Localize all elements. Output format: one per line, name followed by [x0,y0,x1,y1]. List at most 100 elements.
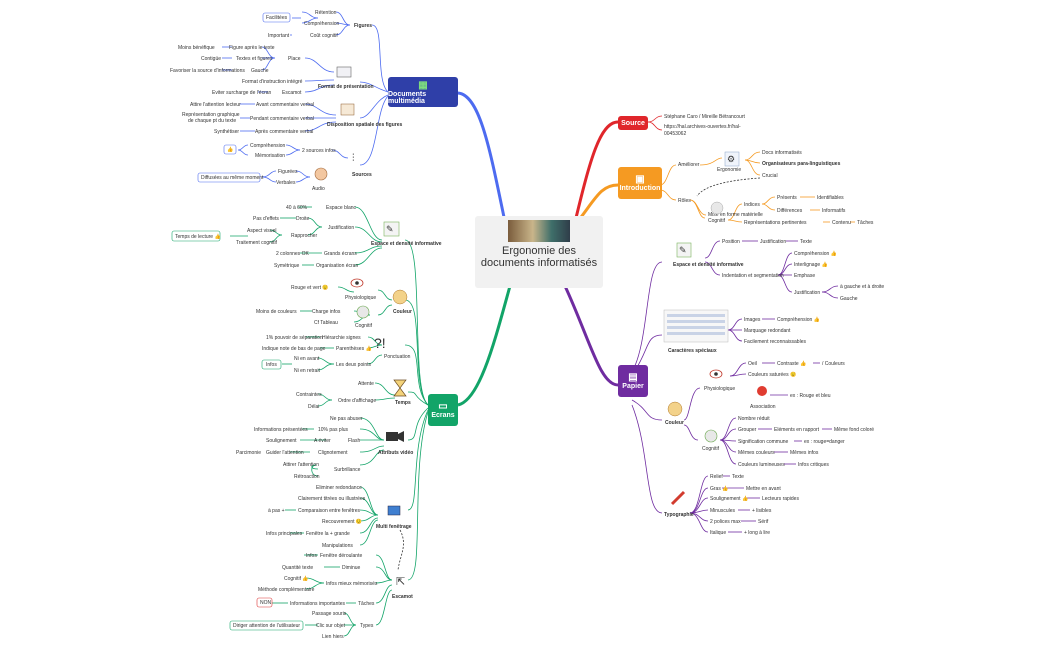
ecrans-cognitif: Cognitif [355,323,373,329]
ecrans-multi-label: Multi fenêtrage [376,524,412,530]
intro-crucial: Crucial [762,173,778,179]
hub-papier[interactable]: ▤Papier [618,365,648,397]
papier-lumineuses: Couleurs lumineuses [738,462,785,468]
papier-gras: Gras 👍 [710,485,728,492]
ecrans-infos-importantes: Informations importantes [290,601,346,607]
ecrans-organisation: Organisation écran [316,263,358,269]
ecrans-grands-ecrans: Grands écrans [324,251,357,257]
doc-attire: Attire l'attention lecteur [190,102,241,108]
ecrans-attirer: Attirer l'attention [283,462,319,468]
doc-sources-label: Sources [352,172,372,178]
ecrans-links [230,206,429,637]
papier-memes-infos: Mêmes infos [790,450,819,456]
papier-ex-rouge: ex : Rouge et bleu [790,393,831,399]
hub-source-label: Source [621,119,645,127]
doc-comprehension: Compréhension [304,21,340,27]
picture-frame-icon [387,505,401,516]
papier-emphase: Emphase [794,273,815,279]
hub-introduction[interactable]: ▣Introduction [618,167,662,199]
ecrans-espace-label: Espace et densité informative [371,241,442,247]
branch-papier [563,285,619,387]
ecrans-colonnes: 2 colonnes OK [276,251,309,257]
hub-documents-multimedia[interactable]: ▦Documents multimédia [388,77,458,107]
ecrans-delai: Délai [308,404,319,410]
ecrans-rapprocher: Rapprocher [291,233,317,239]
character-grid [667,314,725,335]
ecrans-temps-lecture: Temps de lecture 👍 [175,233,221,240]
ecrans-infos-mieux: Infos mieux mémorisés [326,581,378,587]
ecrans-eliminer: Eliminer redondance [316,485,362,491]
papier-infos-critiques: Infos critiques [798,462,829,468]
brain-icon-2 [704,429,718,443]
doc-representation: Représentation graphique [182,112,240,118]
intro-contenu: Contenu [832,220,851,226]
ecrans-parcimonie: Parcimonie [236,450,261,456]
doc-memorisation: Mémorisation [255,153,285,159]
root-node[interactable]: Ergonomie des documents informatisés [475,216,603,288]
cursor-click-icon: ⇱ [396,576,405,588]
doc-de-chaque: de chaque pt du texte [188,118,236,124]
ecrans-infos: Infos [266,362,277,368]
intro-presents: Présents [777,195,797,201]
non-box [256,597,273,608]
doc-favoriser: Favoriser la source d'informations [170,68,245,74]
ecrans-justification: Justification [328,225,354,231]
ecrans-cf: Cf Tableau [314,320,338,326]
papier-lisibles: + lisibles [752,508,772,514]
doc-audio: Audio [312,186,325,192]
branch-ecrans [457,285,512,407]
branch-documents [457,91,507,223]
intro-docs-info: Docs informatisés [762,150,802,156]
doc-avant: Avant commentaire verbal [256,102,314,108]
ecrans-indique: Indique note de bas de page [262,346,326,352]
ecrans-pas-effets: Pas d'effets [253,216,279,222]
doc-thumb: 👍 [227,146,233,153]
source-url-1[interactable]: https://hal.archives-ouvertes.fr/hal- [664,124,741,130]
screen-icon: ▭ [438,401,448,412]
ecrans-methode: Méthode complémentaire [258,587,315,593]
papier-association: Association [750,404,776,410]
hub-source[interactable]: Source [618,116,648,130]
intro-organisateurs: Organisateurs para-linguistiques [762,161,841,167]
papier-gauche-droite: à gauche et à droite [840,284,884,290]
ecrans-espace-blanc: Espace blanc [326,205,357,211]
thumb-box [223,144,237,155]
papier-saturees: Couleurs saturées 😟 [748,371,796,378]
dashed-relation-arrow [696,177,761,197]
diffusees-box [197,172,261,183]
intro-cognitif: Cognitif [708,218,726,224]
ergonomie-gear-icon [724,151,740,167]
doc-textes-figures: Textes et figures [236,56,273,62]
doc-cout: Coût cognitif [310,33,338,39]
ecrans-rouge-vert: Rouge et vert 😟 [291,284,329,291]
ecrans-charge: Charge infos [312,309,341,315]
papier-italique: Italique [710,530,726,536]
papier-oeil: Oeil [748,361,757,367]
ecrans-moins-couleurs: Moins de couleurs [256,309,297,315]
papier-justification-2: Justification [794,290,820,296]
papier-grouper: Grouper [738,427,757,433]
ecrans-traitement: Traitement cognitif [236,240,278,246]
ecrans-escamot-label: Escamot [392,594,413,600]
papier-couleur-label: Couleur [665,420,684,426]
papier-espace-label: Espace et densité informative [673,262,744,268]
hub-ecrans[interactable]: ▭Ecrans [428,394,458,426]
papier-soulignement: Soulignement 👍 [710,495,748,502]
ecrans-soulignement: Soulignement [266,438,297,444]
ecrans-a-pas: à pas + [268,508,285,514]
doc-figures-label: Figures [354,23,372,29]
ecrans-aspect: Aspect visuel [247,228,276,234]
doc-facilitees: Facilitées [266,15,288,21]
hourglass-icon [393,379,407,397]
punctuation-icon: ?! [374,335,386,351]
papier-physiologique: Physiologique [704,386,735,392]
ecrans-clic: Clic sur objet [316,623,346,629]
papier-caracteres-label: Caractères spéciaux [668,348,717,354]
intro-ameliorer: Améliorer [678,162,700,168]
source-url-2[interactable]: 00453062 [664,131,686,137]
temps-lecture-box [171,230,221,242]
layout-icon [340,103,355,116]
ecrans-hierarchie: Hiérarchie signes [322,335,361,341]
doc-eviter: Eviter surcharge de l'écran [212,90,272,96]
ecrans-passage: Passage souris [312,611,347,617]
